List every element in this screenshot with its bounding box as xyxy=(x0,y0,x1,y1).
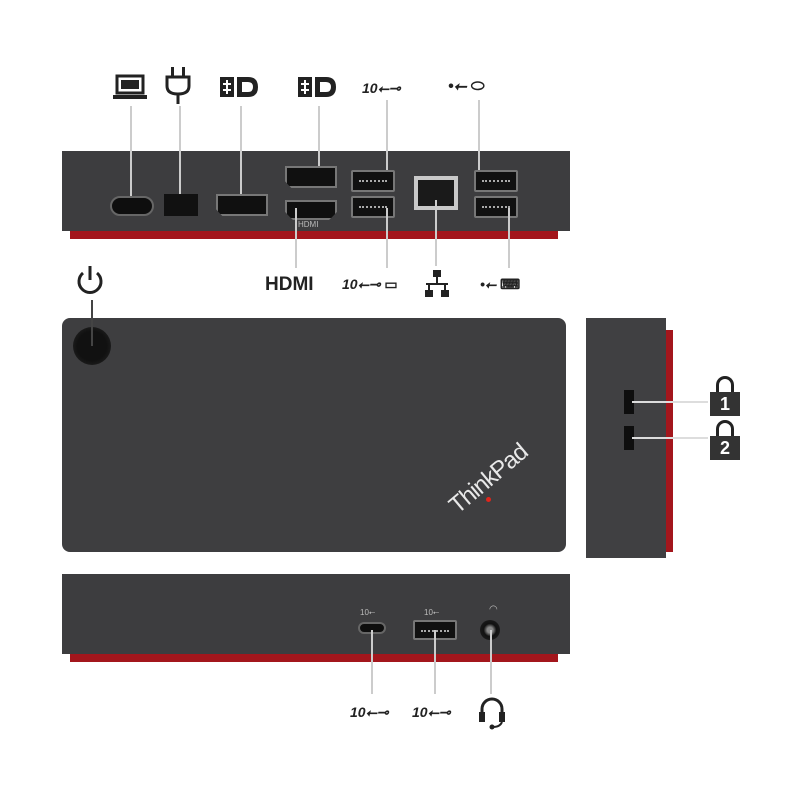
hdmi-small-label: HDMI xyxy=(298,220,319,229)
leader-line xyxy=(435,200,437,266)
usb-10gbps-charge-label: 10⭠⊸ ▭ xyxy=(342,276,398,293)
lock-slot-1 xyxy=(624,390,634,414)
hdmi-port xyxy=(285,200,337,220)
usb-speed-text: 10 xyxy=(350,704,366,720)
brand-dot xyxy=(486,497,491,502)
usb-icon: •⭠ xyxy=(448,78,467,95)
rear-red-strip xyxy=(70,231,558,239)
headset-icon xyxy=(479,697,505,730)
usb-icon: ⭠⊸ xyxy=(357,276,385,292)
usb-a-port-1 xyxy=(351,170,395,192)
leader-line xyxy=(371,630,373,694)
leader-line xyxy=(386,208,388,268)
usb-c-host-port xyxy=(110,196,154,216)
side-red-strip xyxy=(666,330,673,552)
lock-number: 2 xyxy=(710,436,740,460)
displayport-port-1 xyxy=(216,194,268,216)
keyboard-icon: ⌨ xyxy=(500,276,521,292)
leader-line xyxy=(478,100,480,176)
displayport-port-2 xyxy=(285,166,337,188)
lock-icon-1: 1 xyxy=(710,376,740,416)
lock-leader-1 xyxy=(632,401,708,403)
usb-a-small-label: 10⭠ xyxy=(424,608,440,617)
usb-icon: ⭠⊸ xyxy=(377,80,401,96)
usb-mouse-label: •⭠ ⬭ xyxy=(448,78,485,96)
laptop-icon xyxy=(113,74,147,99)
usb-10gbps-label: 10⭠⊸ xyxy=(362,80,401,97)
usb-a-port-3 xyxy=(474,170,518,192)
lock-icon-2: 2 xyxy=(710,420,740,460)
usb-icon: •⭠ xyxy=(480,276,500,292)
hdmi-label: HDMI xyxy=(265,274,314,295)
usb-a-port-4 xyxy=(474,196,518,218)
leader-line xyxy=(434,630,436,694)
ethernet-icon xyxy=(425,270,449,297)
usb-keyboard-label: •⭠ ⌨ xyxy=(480,276,520,293)
front-usb-a-label: 10⭠⊸ xyxy=(412,704,451,721)
lock-slot-2 xyxy=(624,426,634,450)
usb-speed-text: 10 xyxy=(342,276,358,292)
headset-small-icon: ◠ xyxy=(489,604,498,615)
usb-speed-text: 10 xyxy=(412,704,428,720)
leader-line xyxy=(318,106,320,178)
front-red-strip xyxy=(70,654,558,662)
top-panel xyxy=(62,318,566,552)
lock-leader-2 xyxy=(632,437,708,439)
battery-icon: ▭ xyxy=(384,276,398,292)
usb-icon: ⭠⊸ xyxy=(427,704,451,720)
leader-line xyxy=(508,208,510,268)
dc-power-port xyxy=(164,194,198,216)
leader-line xyxy=(91,300,93,346)
power-plug-icon xyxy=(165,67,191,104)
leader-line xyxy=(295,208,297,268)
usb-a-port-2 xyxy=(351,196,395,218)
usb-speed-text: 10 xyxy=(362,80,378,96)
leader-line xyxy=(179,106,181,202)
lock-number: 1 xyxy=(710,392,740,416)
usb-icon: ⭠⊸ xyxy=(365,704,389,720)
displayport-icon-2 xyxy=(298,77,336,97)
leader-line xyxy=(130,106,132,202)
displayport-icon xyxy=(220,77,258,97)
usb-c-small-label: 10⭠ xyxy=(360,608,376,617)
leader-line xyxy=(240,106,242,202)
mouse-icon: ⬭ xyxy=(470,78,485,95)
power-icon xyxy=(77,266,103,294)
front-panel xyxy=(62,574,570,654)
front-usb-c-label: 10⭠⊸ xyxy=(350,704,389,721)
leader-line xyxy=(386,100,388,176)
leader-line xyxy=(490,630,492,694)
